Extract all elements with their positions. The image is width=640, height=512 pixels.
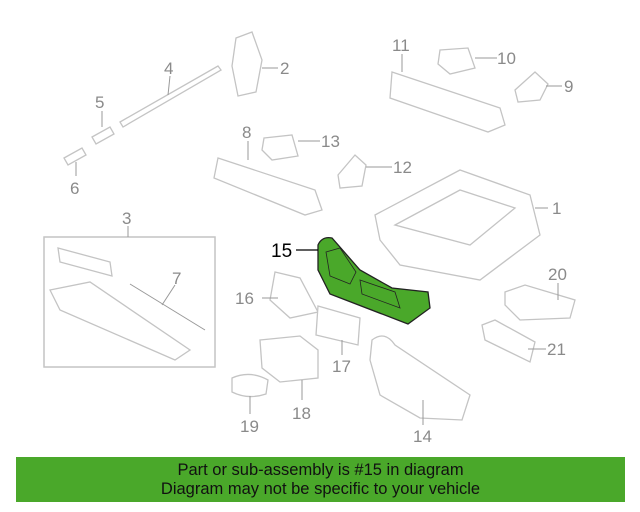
callout-11[interactable]: 11 xyxy=(392,36,410,55)
callout-1[interactable]: 1 xyxy=(552,199,561,218)
leader-lines xyxy=(75,54,562,425)
banner-line-part: Part or sub-assembly is #15 in diagram xyxy=(177,461,464,479)
callout-2[interactable]: 2 xyxy=(280,59,289,78)
part-8-seat-track[interactable] xyxy=(213,157,323,216)
callout-5[interactable]: 5 xyxy=(95,93,104,112)
part-2-motor[interactable] xyxy=(231,31,263,97)
part-6-fitting[interactable] xyxy=(63,147,87,166)
callout-19[interactable]: 19 xyxy=(240,417,259,436)
part-19-knob[interactable] xyxy=(231,373,269,398)
callout-20[interactable]: 20 xyxy=(548,265,567,284)
part-17-panel[interactable] xyxy=(315,305,361,346)
callout-9[interactable]: 9 xyxy=(564,77,573,96)
part-notice-banner: Part or sub-assembly is #15 in diagram D… xyxy=(16,457,625,502)
callout-3[interactable]: 3 xyxy=(122,209,131,228)
banner-line-disclaimer: Diagram may not be specific to your vehi… xyxy=(160,480,481,498)
part-12-bracket[interactable] xyxy=(337,154,367,189)
part-16-cover[interactable] xyxy=(269,271,319,319)
callout-12[interactable]: 12 xyxy=(393,158,412,177)
part-14-side-shield[interactable] xyxy=(369,335,471,421)
callout-18[interactable]: 18 xyxy=(292,404,311,423)
callout-17[interactable]: 17 xyxy=(332,357,351,376)
part-18-switch[interactable] xyxy=(259,335,319,383)
part-21-switch[interactable] xyxy=(481,319,536,363)
part-11-seat-track[interactable] xyxy=(389,71,506,133)
part-10-bracket[interactable] xyxy=(437,47,476,75)
callout-6[interactable]: 6 xyxy=(70,179,79,198)
callout-14[interactable]: 14 xyxy=(413,427,432,446)
part-13-bracket[interactable] xyxy=(261,134,299,161)
part-15-seat-cushion-shield[interactable] xyxy=(317,237,431,325)
callout-15[interactable]: 15 xyxy=(271,241,292,262)
part-4-cable[interactable] xyxy=(119,65,222,128)
callout-21[interactable]: 21 xyxy=(547,340,566,359)
callout-16[interactable]: 16 xyxy=(235,289,254,308)
part-20-switch[interactable] xyxy=(504,284,576,321)
callout-8[interactable]: 8 xyxy=(242,123,251,142)
callout-10[interactable]: 10 xyxy=(497,49,516,68)
callout-7[interactable]: 7 xyxy=(172,269,181,288)
callout-13[interactable]: 13 xyxy=(321,132,340,151)
callout-4[interactable]: 4 xyxy=(164,59,173,78)
part-5-fitting[interactable] xyxy=(91,126,115,145)
part-9-bracket[interactable] xyxy=(514,71,549,103)
part-3-assembly-box[interactable] xyxy=(43,236,216,368)
